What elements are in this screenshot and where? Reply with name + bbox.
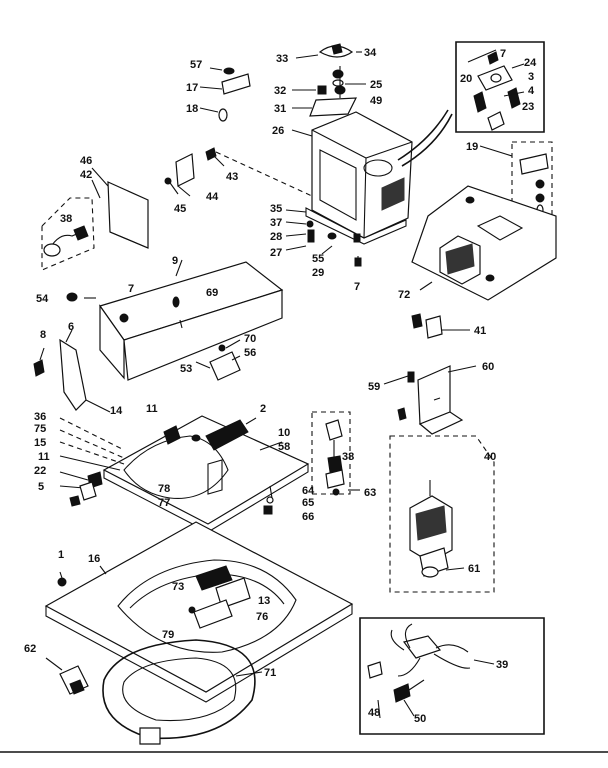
label-73: 73 — [172, 581, 184, 593]
label-37: 37 — [270, 217, 282, 229]
parts-70-56-53 — [195, 339, 241, 381]
fasteners-35-29 — [285, 209, 362, 267]
label-20: 20 — [460, 73, 472, 85]
label-62: 62 — [24, 643, 36, 655]
label-39: 39 — [496, 659, 508, 671]
label-6: 6 — [68, 321, 74, 333]
label-65: 65 — [302, 497, 314, 509]
label-61: 61 — [468, 563, 480, 575]
motor-assembly-72 — [411, 185, 557, 301]
label-40: 40 — [484, 451, 496, 463]
label-64: 64 — [302, 485, 315, 497]
label-25: 25 — [370, 79, 382, 91]
label-70: 70 — [244, 333, 256, 345]
label-23: 23 — [522, 101, 534, 113]
label-33: 33 — [276, 53, 288, 65]
label-50: 50 — [414, 713, 426, 725]
label-72: 72 — [398, 289, 410, 301]
label-1: 1 — [58, 549, 64, 561]
label-11-mid: 11 — [146, 403, 158, 415]
label-48: 48 — [368, 707, 380, 719]
label-14: 14 — [110, 405, 123, 417]
label-22: 22 — [34, 465, 46, 477]
label-53: 53 — [180, 363, 192, 375]
label-15: 15 — [34, 437, 46, 449]
label-18: 18 — [186, 103, 198, 115]
label-59: 59 — [368, 381, 380, 393]
label-58: 58 — [278, 441, 290, 453]
label-26: 26 — [272, 125, 284, 137]
label-38-right: 38 — [342, 451, 354, 463]
label-28: 28 — [270, 231, 282, 243]
label-55: 55 — [312, 253, 324, 265]
label-3: 3 — [528, 71, 534, 83]
base-ring-71 — [102, 639, 263, 745]
label-60: 60 — [482, 361, 494, 373]
label-16: 16 — [88, 553, 100, 565]
part-57-17-18-group — [199, 67, 251, 122]
bracket-60 — [383, 365, 477, 435]
part-41 — [411, 313, 470, 339]
label-57: 57 — [190, 59, 202, 71]
label-4: 4 — [528, 85, 535, 97]
label-35: 35 — [270, 203, 282, 215]
label-24: 24 — [524, 57, 537, 69]
label-71: 71 — [264, 667, 276, 679]
label-41: 41 — [474, 325, 486, 337]
label-75: 75 — [34, 423, 46, 435]
stack-parts-33-49 — [292, 43, 366, 117]
label-34: 34 — [364, 47, 377, 59]
label-36: 36 — [34, 411, 46, 423]
label-10: 10 — [278, 427, 290, 439]
label-66: 66 — [302, 511, 314, 523]
bracket-9 — [66, 259, 284, 381]
label-79: 79 — [162, 629, 174, 641]
motor-40-inset — [389, 435, 495, 593]
part-62 — [45, 657, 89, 695]
label-44: 44 — [206, 191, 219, 203]
label-7-top: 7 — [500, 48, 506, 60]
label-77: 77 — [158, 497, 170, 509]
label-7-bracket: 7 — [128, 283, 134, 295]
label-31: 31 — [274, 103, 286, 115]
label-2: 2 — [260, 403, 266, 415]
label-9: 9 — [172, 255, 178, 267]
label-76: 76 — [256, 611, 268, 623]
wiring-harness-inset — [359, 617, 545, 735]
label-11-left: 11 — [38, 451, 50, 463]
label-56: 56 — [244, 347, 256, 359]
label-8: 8 — [40, 329, 46, 341]
part-38-inset — [263, 411, 360, 515]
label-43: 43 — [226, 171, 238, 183]
label-5: 5 — [38, 481, 44, 493]
label-38-left: 38 — [60, 213, 72, 225]
fasteners-36-5 — [59, 417, 125, 507]
label-49: 49 — [370, 95, 382, 107]
base-plate-16 — [44, 521, 354, 703]
label-27: 27 — [270, 247, 282, 259]
label-19: 19 — [466, 141, 478, 153]
label-69: 69 — [206, 287, 218, 299]
parts-8-6 — [33, 329, 111, 413]
part-number-labels: 57 17 18 33 34 32 25 31 49 26 7 24 3 20 … — [24, 47, 537, 725]
label-29: 29 — [312, 267, 324, 279]
label-78: 78 — [158, 483, 170, 495]
label-17: 17 — [186, 82, 198, 94]
label-63: 63 — [364, 487, 376, 499]
label-42: 42 — [80, 169, 92, 181]
label-46: 46 — [80, 155, 92, 167]
label-32: 32 — [274, 85, 286, 97]
label-7-mid: 7 — [354, 281, 360, 293]
label-54: 54 — [36, 293, 49, 305]
part-19 — [479, 141, 553, 219]
left-bracket-group — [41, 147, 313, 271]
housing-26 — [291, 109, 453, 245]
label-45: 45 — [174, 203, 186, 215]
switch-kit-inset — [455, 41, 545, 133]
label-13: 13 — [258, 595, 270, 607]
